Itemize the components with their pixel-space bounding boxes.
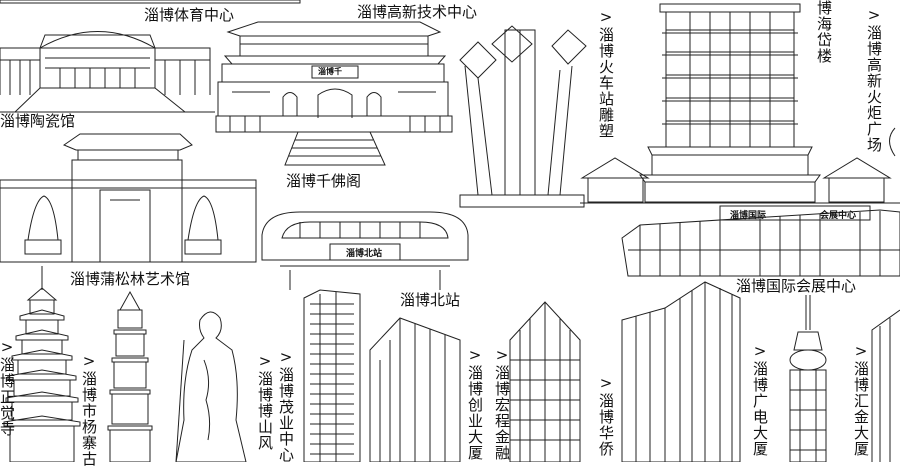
- guangdian-tower: [790, 295, 826, 462]
- railway-station-sculpture: [460, 26, 586, 207]
- convention-center-building: [622, 206, 900, 276]
- label-yangzhai: >淄博市杨寨古: [80, 352, 98, 467]
- label-chuangye: >淄博创业大厦: [466, 346, 484, 461]
- label-taoci: 淄博陶瓷馆: [0, 112, 76, 130]
- label-shanfeng: >淄博博山风: [256, 352, 274, 451]
- yangzhai-pagoda: [108, 292, 152, 462]
- ceramics-museum: [0, 134, 256, 262]
- label-beizhan: 淄博北站: [400, 291, 461, 309]
- label-maoye: >淄博茂业中心: [277, 348, 295, 463]
- label-pusongling: 淄博蒲松林艺术馆: [70, 270, 191, 288]
- guoji-sign-right: 会展中心: [820, 211, 857, 221]
- label-huoju: >淄博高新火炬广场: [865, 6, 883, 153]
- guoji-sign-left: 淄博国际: [730, 211, 767, 221]
- label-tiyu: 淄博体育中心: [144, 6, 235, 24]
- label-haidai: 博海岱楼: [815, 0, 833, 64]
- sports-center-building: [0, 0, 300, 112]
- hightech-center-building: [216, 22, 452, 165]
- huijin-tower: [872, 310, 900, 462]
- maoye-center-tower: [304, 290, 360, 462]
- haidai-tower: [580, 4, 900, 203]
- chuangye-tower: [370, 318, 460, 462]
- label-huijin: >淄博汇金大厦: [852, 342, 870, 457]
- huoju-plaza-structure: [890, 128, 896, 156]
- zhengjue-pagoda: [4, 266, 80, 462]
- label-zhengjue: >淄博正觉寺: [0, 338, 16, 437]
- label-hongcheng: >淄博宏程金融: [493, 346, 511, 461]
- hongcheng-tower: [510, 302, 580, 462]
- label-huoche: >淄博火车站雕塑: [597, 8, 615, 139]
- huaqiao-tower: [622, 282, 740, 462]
- label-huaqiao: >淄博华侨: [597, 374, 615, 457]
- pusongling-statue: [176, 312, 246, 462]
- label-guoji: 淄博国际会展中心: [736, 277, 857, 295]
- label-qianfo: 淄博千佛阁: [286, 172, 362, 190]
- label-gaoxin: 淄博高新技术中心: [357, 3, 478, 21]
- label-guangdian: >淄博广电大厦: [751, 342, 769, 457]
- north-station-building: [262, 212, 468, 290]
- beizhan-sign: 淄博北站: [346, 249, 383, 259]
- qianfo-plaque: 淄博千: [318, 67, 342, 76]
